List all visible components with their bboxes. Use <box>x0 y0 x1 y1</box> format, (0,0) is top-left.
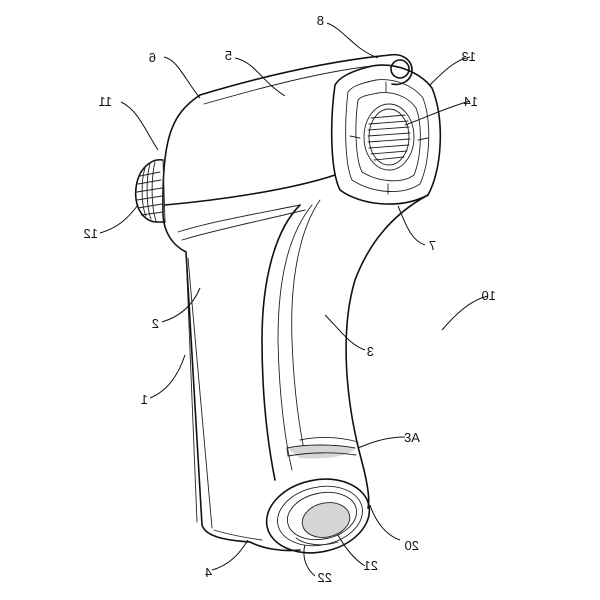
label-14: 14 <box>464 94 478 109</box>
label-21: 21 <box>364 558 378 573</box>
label-6: 6 <box>149 50 156 65</box>
label-2: 2 <box>152 316 159 331</box>
front-collar <box>330 64 442 205</box>
label-3: 3 <box>367 344 374 359</box>
rear-threaded-stub <box>134 159 166 223</box>
label-4: 4 <box>205 565 212 580</box>
label-13: 13 <box>462 49 476 64</box>
label-8: 8 <box>317 13 324 28</box>
leader-lines <box>99 22 489 577</box>
label-3a: 3A <box>404 430 420 445</box>
label-22: 22 <box>318 570 332 585</box>
boss-8 <box>389 53 413 86</box>
bottom-port <box>265 478 371 554</box>
label-7: 7 <box>429 238 436 253</box>
label-10: 10 <box>482 288 496 303</box>
label-5: 5 <box>225 48 232 63</box>
curved-arm <box>261 194 429 509</box>
label-1: 1 <box>141 392 148 407</box>
label-11: 11 <box>99 94 113 109</box>
reference-labels: 8 6 5 13 14 11 12 7 10 2 3 1 3A 20 21 22… <box>84 13 496 585</box>
bottom-foot <box>213 529 301 552</box>
housing-body <box>162 54 391 543</box>
label-12: 12 <box>84 226 98 241</box>
label-20: 20 <box>405 538 419 553</box>
threaded-port <box>363 103 415 171</box>
